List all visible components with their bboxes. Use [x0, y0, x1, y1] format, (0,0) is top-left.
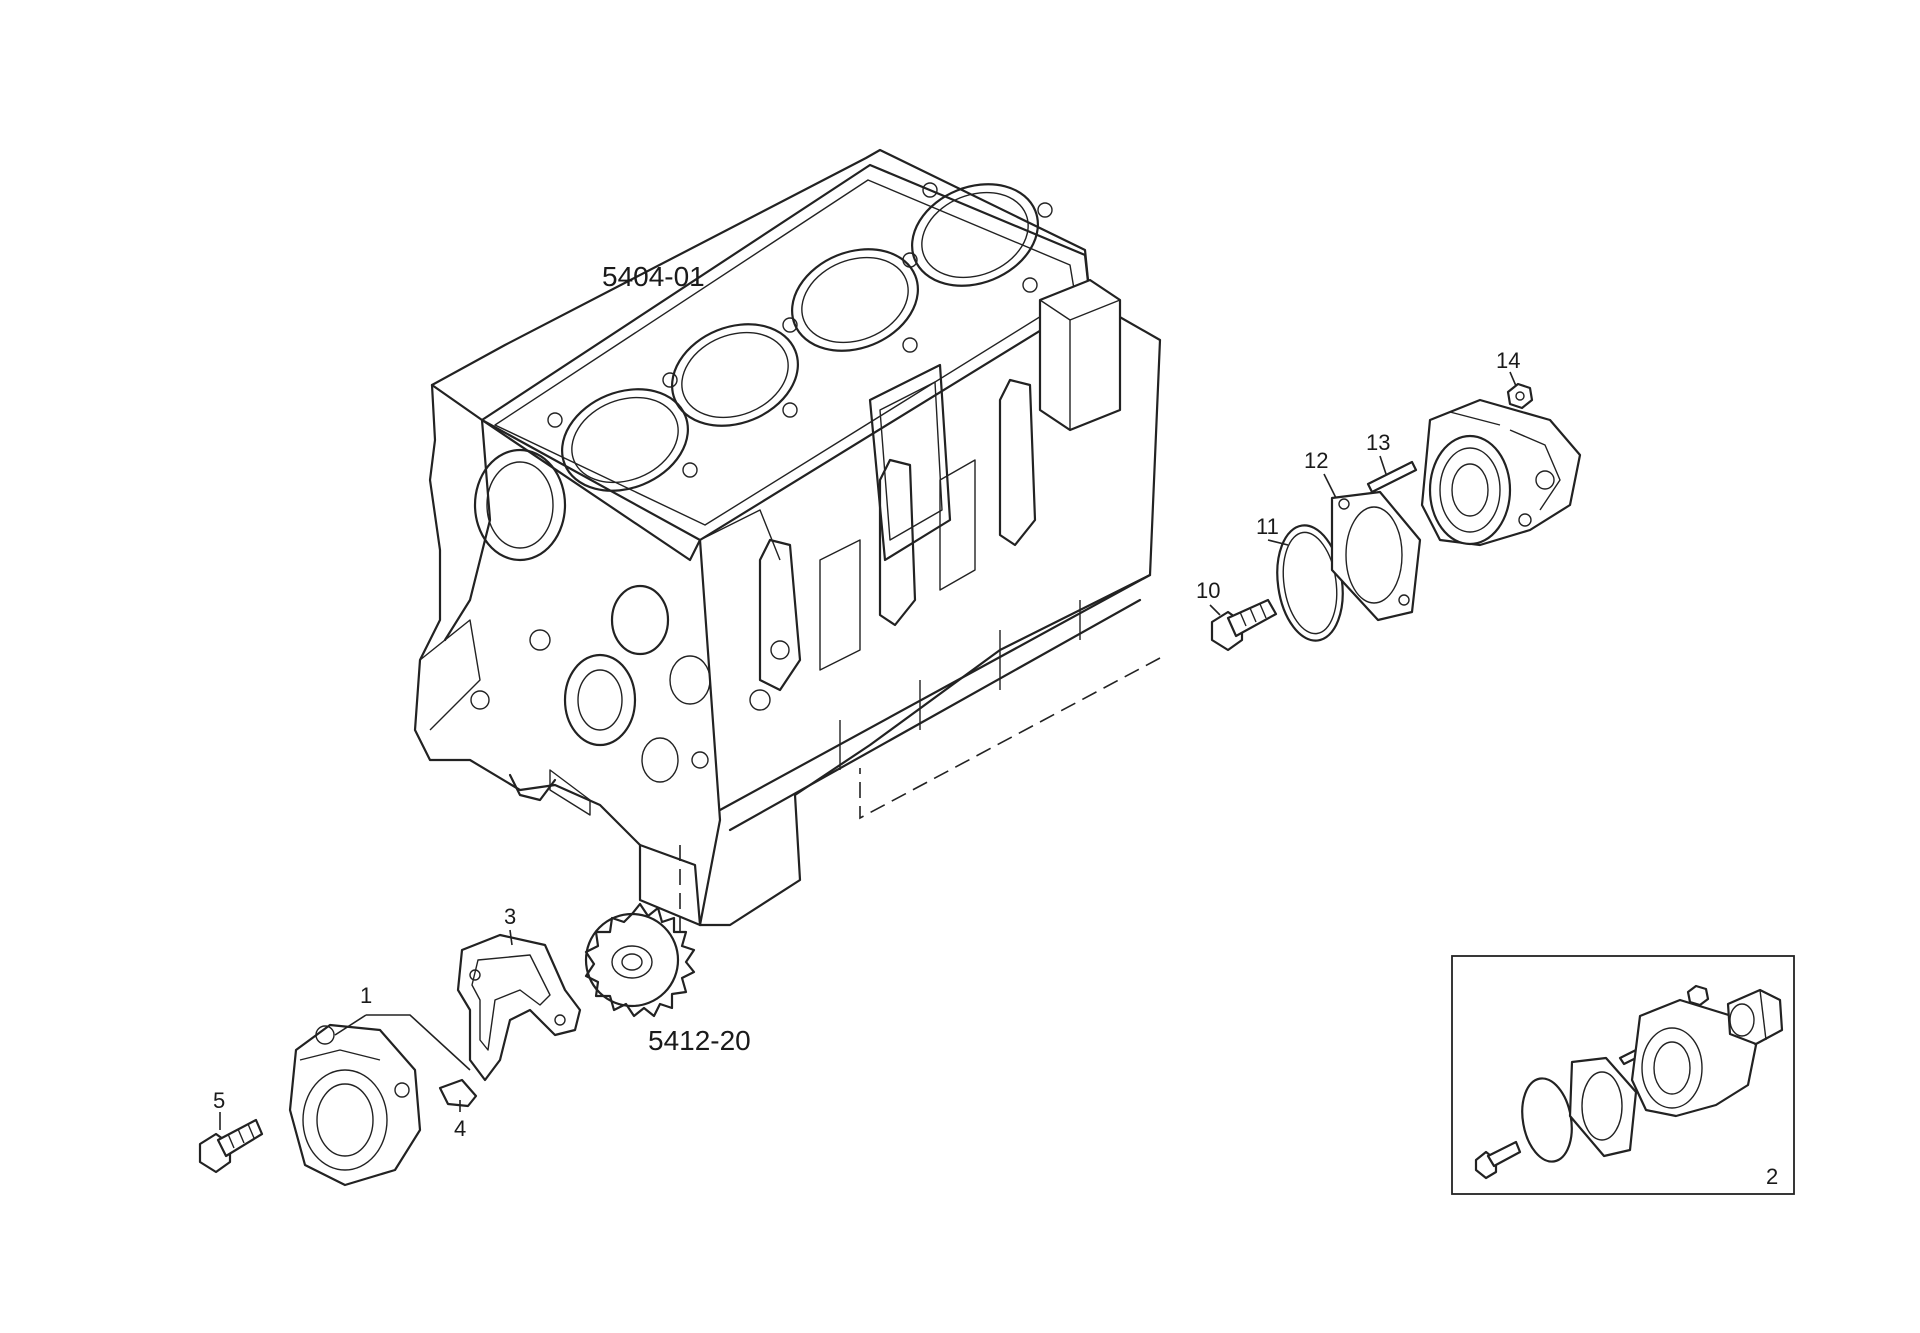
bolt-10-drawing [1210, 598, 1278, 652]
engine-block-drawing [413, 148, 1162, 927]
pump-assembly-drawing [1210, 382, 1582, 652]
pump-body-drawing [1420, 398, 1582, 547]
label-sprocket-number: 5412-20 [648, 1025, 751, 1056]
part-labels: 5404-01 5412-20 1 2 3 4 5 10 11 12 13 14 [213, 261, 1778, 1189]
label-item-13: 13 [1366, 430, 1390, 455]
label-item-12: 12 [1304, 448, 1328, 473]
label-item-2: 2 [1766, 1164, 1778, 1189]
gasket-12-drawing [1330, 490, 1422, 622]
label-item-14: 14 [1496, 348, 1520, 373]
label-item-5: 5 [213, 1088, 225, 1113]
leader-lines [219, 371, 1517, 1130]
inset-assembly-box [1451, 955, 1795, 1195]
label-item-10: 10 [1196, 578, 1220, 603]
label-item-3: 3 [504, 904, 516, 929]
sprocket-drawing [584, 902, 696, 1018]
label-item-11: 11 [1256, 514, 1279, 539]
seal-4-drawing [438, 1078, 478, 1108]
label-item-1: 1 [360, 983, 372, 1008]
vacuum-pump-1-drawing [288, 1023, 422, 1187]
label-block-number: 5404-01 [602, 261, 705, 292]
bolt-5-drawing [198, 1118, 264, 1174]
nut-14-drawing [1506, 382, 1534, 410]
pin-13-drawing [1366, 460, 1418, 494]
gasket-3-drawing [456, 933, 582, 1082]
front-parts-drawing [198, 902, 696, 1187]
label-item-4: 4 [454, 1116, 466, 1141]
